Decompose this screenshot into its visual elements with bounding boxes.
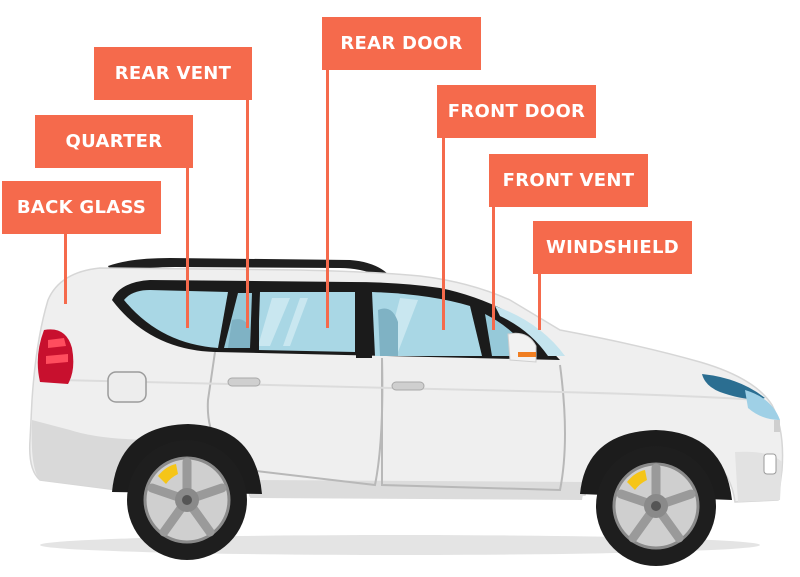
rocker-panel (250, 480, 585, 500)
lower-body-shading (31, 420, 160, 490)
fuel-cap (107, 371, 147, 403)
quarter-leader (186, 168, 189, 328)
front-door-outline (381, 358, 566, 492)
front-vent-leader (492, 207, 495, 330)
fog-light (763, 453, 777, 475)
label-rear-vent: REAR VENT (94, 47, 252, 100)
rear-door-leader (326, 70, 329, 328)
back-glass-leader (64, 234, 67, 304)
rear-wheel (127, 440, 247, 560)
label-front-vent: FRONT VENT (489, 154, 648, 207)
label-quarter: QUARTER (35, 115, 193, 168)
tail-light-highlight (46, 338, 68, 364)
seat-silhouette (378, 308, 398, 356)
glass-reflection (258, 298, 290, 346)
front-door-leader (442, 138, 445, 330)
seat-silhouette (228, 319, 250, 348)
rear-door-handle (227, 377, 261, 387)
glass-reflection (283, 298, 308, 346)
bumper-reflector (774, 420, 780, 432)
front-wheel (596, 446, 716, 566)
windshield-glass (495, 306, 565, 356)
windshield-leader (538, 274, 541, 330)
b-pillar (356, 288, 372, 358)
quarter-glass (124, 290, 228, 348)
mirror-indicator (518, 352, 536, 357)
c-pillar (252, 290, 259, 352)
rear-vent-leader (246, 100, 249, 328)
headlight-lens (745, 390, 780, 420)
label-rear-door: REAR DOOR (322, 17, 481, 70)
label-front-door: FRONT DOOR (437, 85, 596, 138)
front-door-handle (391, 381, 425, 391)
body-line (59, 379, 761, 401)
label-back-glass: BACK GLASS (2, 181, 161, 234)
label-windshield: WINDSHIELD (533, 221, 692, 274)
